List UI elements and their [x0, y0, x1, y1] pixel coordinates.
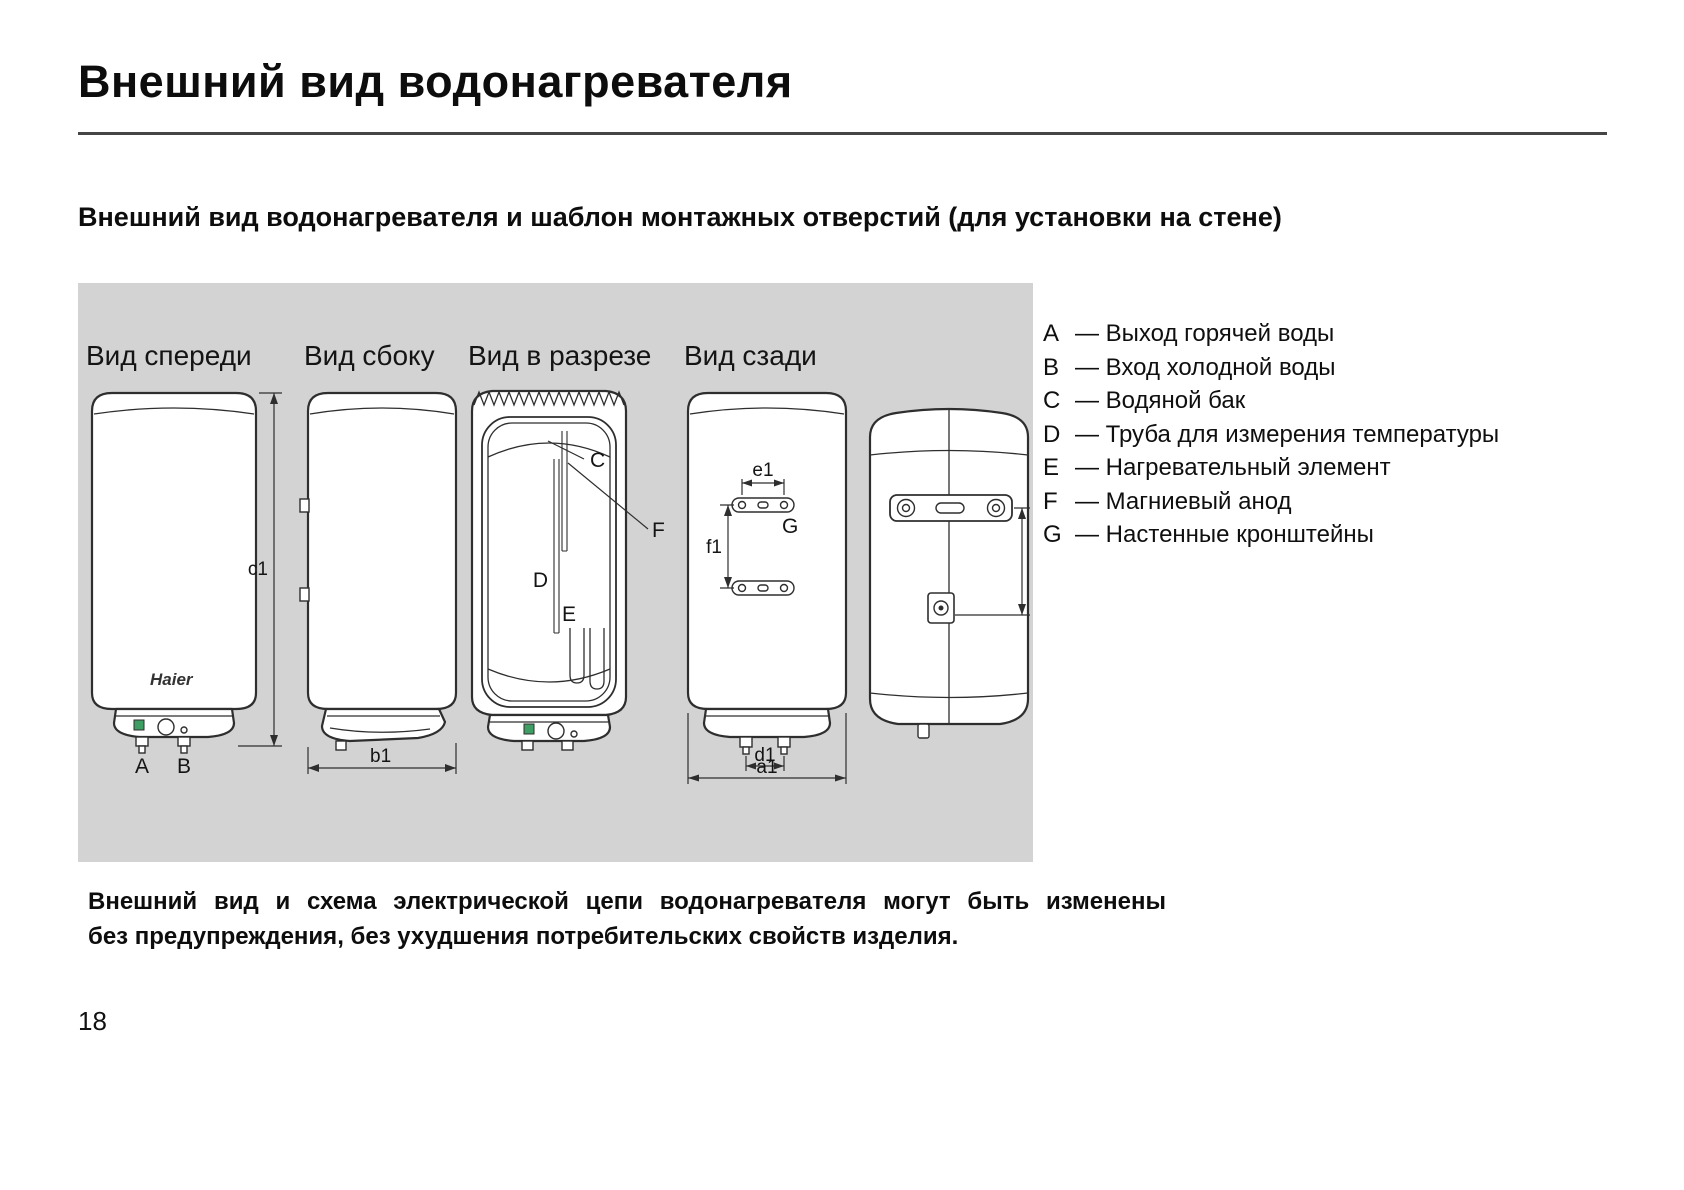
- legend-item-c: C — Водяной бак: [1043, 387, 1499, 421]
- dim-d1: d1: [754, 745, 775, 766]
- legend-item-d: D — Труба для измерения температуры: [1043, 421, 1499, 455]
- legend-item-f: F — Магниевый анод: [1043, 488, 1499, 522]
- temperature-tube: [553, 459, 560, 634]
- rear-view-drawing: e1 G f1 d1: [686, 391, 848, 784]
- legend-item-b: B — Вход холодной воды: [1043, 354, 1499, 388]
- diagram-panel: Вид спереди Вид сбоку Вид в разрезе Вид …: [78, 283, 1033, 862]
- legend-text: — Нагревательный элемент: [1075, 454, 1391, 481]
- dim-b1: b1: [370, 746, 391, 767]
- legend-text: — Настенные кронштейны: [1075, 521, 1374, 548]
- legend-text: — Выход горячей воды: [1075, 320, 1335, 347]
- label-anode-f: F: [652, 519, 665, 542]
- note-line-2: без предупреждения, без ухудшения потреб…: [88, 923, 959, 950]
- thermostat-knob: [157, 718, 175, 736]
- label-cold-inlet-b: B: [177, 755, 191, 778]
- water-heater-diagrams: Вид спереди Вид сбоку Вид в разрезе Вид …: [86, 340, 1030, 784]
- page-title: Внешний вид водонагревателя: [78, 56, 793, 107]
- label-hot-outlet-a: A: [135, 755, 149, 778]
- heating-element: [569, 628, 585, 684]
- wall-hook: [299, 587, 310, 602]
- front-view-drawing: Haier A B c1: [90, 391, 282, 778]
- legend-text: — Магниевый анод: [1075, 487, 1292, 515]
- section-subtitle: Внешний вид водонагревателя и шаблон мон…: [78, 202, 1282, 232]
- footer-note: Внешний вид и схема электрической цепи в…: [88, 884, 1166, 954]
- legend-text: — Вход холодной воды: [1075, 353, 1336, 381]
- legend-key: B: [1043, 353, 1060, 381]
- legend-key: C: [1043, 387, 1061, 414]
- legend-item-e: E — Нагревательный элемент: [1043, 454, 1499, 488]
- wall-hook: [299, 498, 310, 513]
- inner-tank-wall: [481, 416, 617, 708]
- legend-key: D: [1043, 420, 1061, 448]
- dim-e1: e1: [752, 460, 773, 481]
- drain-pipe: [917, 723, 930, 739]
- legend-key: A: [1043, 320, 1060, 347]
- label-tank-c: C: [590, 449, 605, 472]
- legend-key: F: [1043, 487, 1058, 515]
- section-view-title: Вид в разрезе: [468, 340, 651, 371]
- power-indicator: [133, 719, 145, 731]
- page-number: 18: [78, 1006, 107, 1036]
- section-view-drawing: C F D E: [470, 389, 665, 751]
- note-line-1: Внешний вид и схема электрической цепи в…: [88, 888, 1166, 915]
- rear-view-title: Вид сзади: [684, 340, 817, 371]
- legend-key: G: [1043, 521, 1062, 548]
- legend-text: — Водяной бак: [1075, 387, 1246, 414]
- parts-legend: A — Выход горячей воды B — Вход холодной…: [1043, 320, 1499, 555]
- insulation-zigzag: [473, 390, 625, 407]
- legend-key: E: [1043, 454, 1060, 481]
- legend-item-a: A — Выход горячей воды: [1043, 320, 1499, 354]
- label-bracket-g: G: [782, 515, 798, 538]
- label-temp-tube-d: D: [533, 569, 548, 592]
- legend-text: — Труба для измерения температуры: [1075, 420, 1500, 448]
- haier-logo: Haier: [150, 670, 194, 689]
- dim-c1: c1: [248, 559, 268, 580]
- dim-f1: f1: [706, 537, 722, 558]
- front-view-title: Вид спереди: [86, 340, 252, 371]
- label-element-e: E: [562, 603, 576, 626]
- title-rule: [78, 132, 1607, 135]
- side-view-title: Вид сбоку: [304, 340, 435, 371]
- mounting-template-drawing: [868, 407, 1030, 739]
- dim-a1: a1: [756, 757, 777, 778]
- side-view-drawing: b1: [299, 391, 458, 774]
- legend-item-g: G — Настенные кронштейны: [1043, 521, 1499, 555]
